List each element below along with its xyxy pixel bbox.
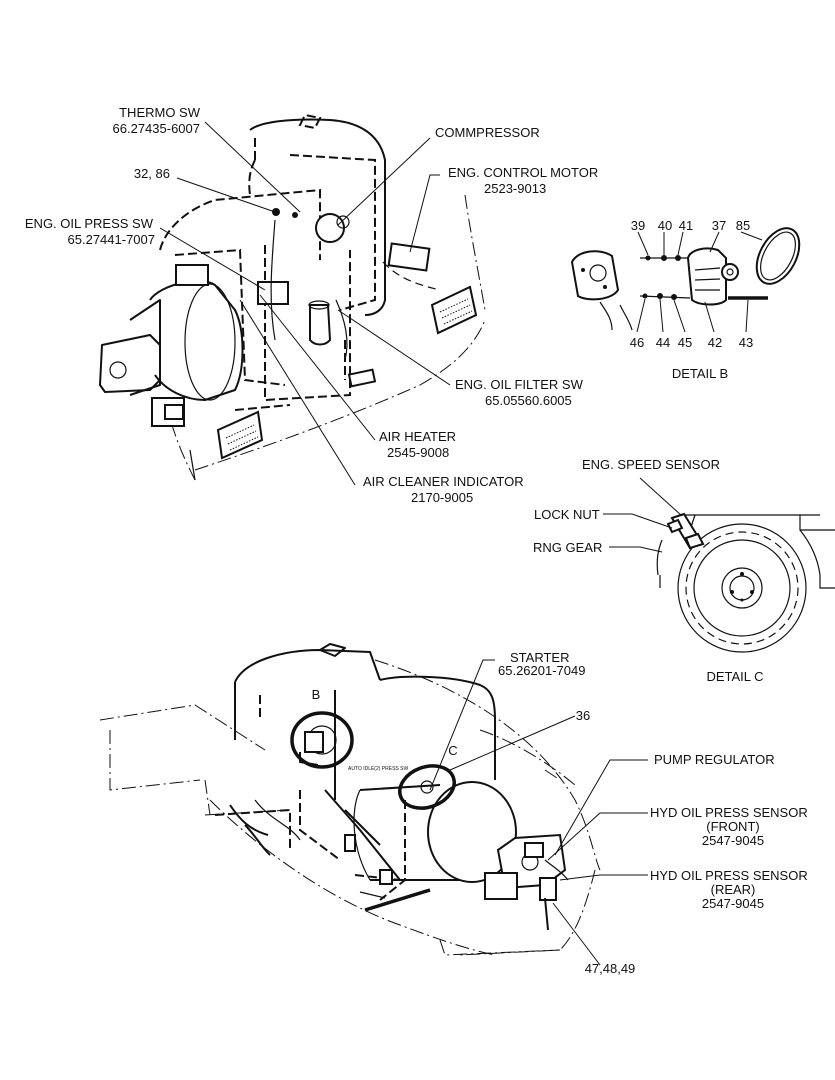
hyd-sensor-rear-label: HYD OIL PRESS SENSOR [650, 868, 808, 883]
detail-b-ref-85: 85 [736, 218, 750, 233]
detail-b-ref-43: 43 [739, 335, 753, 350]
detail-b-ref-40: 40 [658, 218, 672, 233]
callout-c-label: C [448, 743, 457, 758]
air-heater-label: AIR HEATER [379, 429, 456, 444]
callout-b-label: B [312, 687, 321, 702]
detail-b-ref-44: 44 [656, 335, 670, 350]
ref-47-48-49-label: 47,48,49 [585, 961, 636, 976]
detail-c-labels: ENG. SPEED SENSOR LOCK NUT RNG GEAR DETA… [533, 457, 764, 684]
bottom-engine-drawing [99, 643, 601, 956]
top-labels: THERMO SW 66.27435-6007 32, 86 ENG. OIL … [25, 105, 598, 505]
detail-b-leaders [636, 231, 763, 333]
eng-oil-press-sw-label: ENG. OIL PRESS SW [25, 216, 154, 231]
starter-part: 65.26201-7049 [498, 663, 585, 678]
detail-b-ref-41: 41 [679, 218, 693, 233]
bottom-labels: B C STARTER 65.26201-7049 36 PUMP REGULA… [312, 650, 808, 976]
rng-gear-label: RNG GEAR [533, 540, 602, 555]
auto-idle-press-sw-text: AUTO IDLE(2) PRESS SW [348, 766, 408, 772]
eng-oil-press-sw-part: 65.27441-7007 [68, 232, 155, 247]
eng-control-motor-part: 2523-9013 [484, 181, 546, 196]
eng-oil-filter-sw-label: ENG. OIL FILTER SW [455, 377, 584, 392]
detail-c-title: DETAIL C [706, 669, 763, 684]
ref-36-label: 36 [576, 708, 590, 723]
detail-b-ref-42: 42 [708, 335, 722, 350]
ref-32-86-label: 32, 86 [134, 166, 170, 181]
detail-b-labels: 39 40 41 37 85 46 44 45 42 43 DETAIL B [630, 218, 753, 381]
eng-control-motor-label: ENG. CONTROL MOTOR [448, 165, 598, 180]
detail-b-ref-37: 37 [712, 218, 726, 233]
eng-speed-sensor-label: ENG. SPEED SENSOR [582, 457, 720, 472]
hyd-sensor-front-part: 2547-9045 [702, 833, 764, 848]
bottom-leaders [429, 659, 648, 966]
hyd-sensor-rear-position: (REAR) [711, 882, 756, 897]
eng-oil-filter-sw-part: 65.05560.6005 [485, 393, 572, 408]
detail-c-leaders [603, 477, 683, 553]
starter-label: STARTER [510, 650, 569, 665]
hyd-sensor-front-label: HYD OIL PRESS SENSOR [650, 805, 808, 820]
detail-b-ref-39: 39 [631, 218, 645, 233]
compressor-label: COMMPRESSOR [435, 125, 540, 140]
lock-nut-label: LOCK NUT [534, 507, 600, 522]
hyd-sensor-front-position: (FRONT) [706, 819, 759, 834]
air-heater-part: 2545-9008 [387, 445, 449, 460]
detail-b-ref-45: 45 [678, 335, 692, 350]
air-cleaner-indicator-part: 2170-9005 [411, 490, 473, 505]
pump-regulator-label: PUMP REGULATOR [654, 752, 775, 767]
thermo-sw-label: THERMO SW [119, 105, 201, 120]
detail-c-drawing [656, 512, 835, 653]
detail-b-drawing [570, 227, 801, 331]
top-engine-drawing [99, 113, 486, 481]
detail-b-title: DETAIL B [672, 366, 728, 381]
air-cleaner-indicator-label: AIR CLEANER INDICATOR [363, 474, 524, 489]
hyd-sensor-rear-part: 2547-9045 [702, 896, 764, 911]
top-leaders [159, 121, 451, 486]
thermo-sw-part: 66.27435-6007 [113, 121, 200, 136]
detail-b-ref-46: 46 [630, 335, 644, 350]
